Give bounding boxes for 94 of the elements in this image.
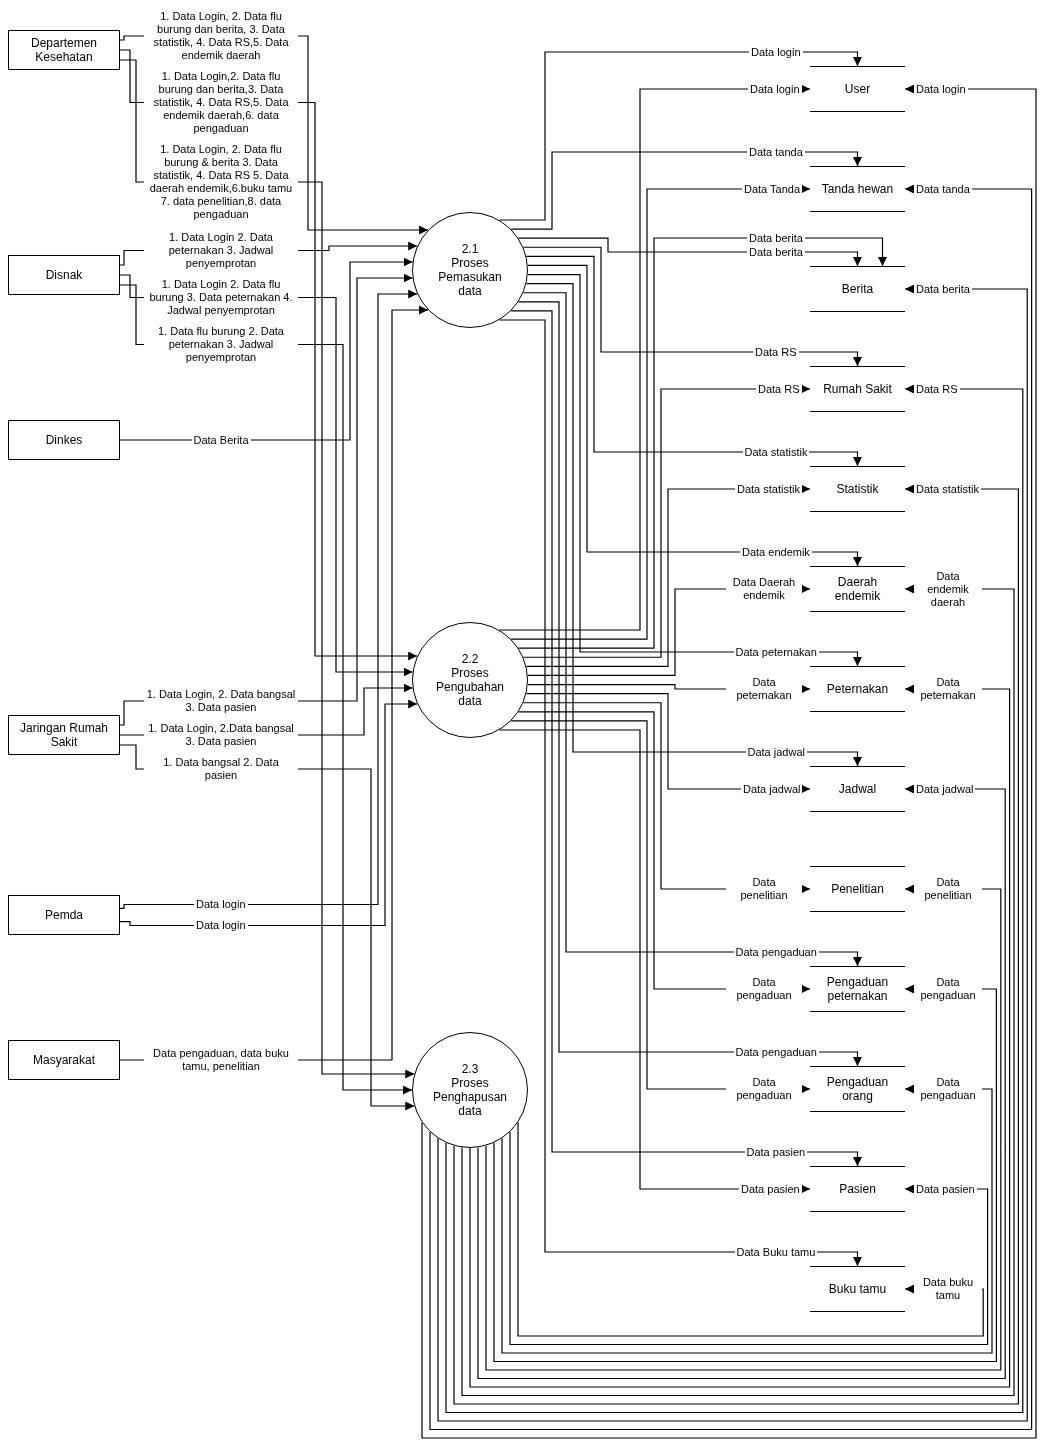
edge-label: Data jadwal xyxy=(741,782,803,796)
data-store: Tanda hewan xyxy=(810,166,905,212)
flow-arrow xyxy=(498,729,811,1194)
external-entity-box: Masyarakat xyxy=(8,1040,120,1080)
edge-label: Data Buku tamu xyxy=(734,1245,818,1259)
flow-arrow xyxy=(527,273,862,667)
edge-label: 1. Data Login, 2. Data flu burung dan berita, 3. Data statistik, 4. Data RS,5. Data endemik daerah xyxy=(144,10,298,62)
edge-label: Data buku tamu xyxy=(914,1276,982,1302)
edge-label: 1. Data Login, 2. Data bangsal 3. Data pasien xyxy=(144,688,298,714)
edge-label: Data login xyxy=(194,919,248,932)
edge-label: Data RS xyxy=(756,382,802,396)
edge-label: Data endemik daerah xyxy=(914,569,982,609)
data-store: Jadwal xyxy=(810,766,905,812)
edge-label: Data RS xyxy=(753,345,799,359)
flow-arrow xyxy=(119,699,418,927)
flow-arrow xyxy=(498,51,862,221)
flow-arrow xyxy=(498,84,811,631)
process-number: 2.3 xyxy=(461,1062,479,1076)
edge-label: Data pasien xyxy=(914,1182,977,1196)
flow-arrow xyxy=(493,984,997,1363)
data-store: Daerah endemik xyxy=(810,566,905,612)
edge-label: Data pasien xyxy=(739,1182,802,1196)
external-entity-box: Disnak xyxy=(8,255,120,295)
external-entity-box: Departemen Kesehatan xyxy=(8,30,120,70)
data-store: Pengaduan peternakan xyxy=(810,966,905,1012)
flow-arrow xyxy=(477,784,1006,1380)
edge-label: Data tanda xyxy=(747,145,805,159)
edge-label: Data jadwal xyxy=(745,745,807,759)
edge-label: Data pengaduan xyxy=(914,976,982,1002)
edge-label: Data login xyxy=(748,82,802,96)
data-store: Berita xyxy=(810,266,905,312)
edge-label: Data peternakan xyxy=(726,676,802,702)
edge-label: Data peternakan xyxy=(733,645,819,659)
edge-label: Data berita xyxy=(914,282,972,296)
external-entity-box: Jaringan Rumah Sakit xyxy=(8,715,120,755)
edge-label: Data berita xyxy=(747,231,805,245)
edge-label: Data tanda xyxy=(914,182,972,196)
edge-label: Data endemik xyxy=(740,545,812,559)
process-number: 2.2 xyxy=(461,652,479,666)
process-name: Proses Pemasukan data xyxy=(437,256,503,298)
process-name: Proses Pengubahan data xyxy=(434,666,506,708)
flow-arrow xyxy=(510,184,811,640)
edge-label: Data statistik xyxy=(914,482,981,496)
edge-label: Data pengaduan xyxy=(914,1076,982,1102)
flow-arrow xyxy=(522,384,811,658)
edge-label: Data pengaduan xyxy=(733,945,819,959)
edge-label: 1. Data Login 2. Data peternakan 3. Jadwal penyemprotan xyxy=(144,231,298,270)
edge-label: Data Daerah endemik xyxy=(726,576,802,602)
edge-label: 1. Data bangsal 2. Data pasien xyxy=(144,756,298,782)
flow-arrow xyxy=(510,720,811,1094)
edge-label: 1. Data flu burung 2. Data peternakan 3. Jadwal penyemprotan xyxy=(144,325,298,364)
data-store: Rumah Sakit xyxy=(810,366,905,412)
edge-label: Data login xyxy=(194,898,248,911)
edge-label: 1. Data Login,2. Data flu burung dan berita,3. Data statistik, 4. Data RS,5. Data endemik daerah,6. data pengaduan xyxy=(144,70,298,135)
data-store: Pengaduan orang xyxy=(810,1066,905,1112)
edge-label: Data penelitian xyxy=(726,876,802,902)
edge-label: Data Berita xyxy=(191,433,251,447)
flow-arrow xyxy=(522,246,862,367)
process-number: 2.1 xyxy=(461,242,479,256)
edge-label: 1. Data Login 2. Data flu burung 3. Data peternakan 4. Jadwal penyemprotan xyxy=(144,278,298,317)
edge-label: Data pengaduan xyxy=(726,1076,802,1102)
flow-arrow xyxy=(525,283,862,767)
data-store: Statistik xyxy=(810,466,905,512)
data-store: Buku tamu xyxy=(810,1266,905,1312)
process-name: Proses Penghapusan data xyxy=(431,1076,509,1118)
data-store: Penelitian xyxy=(810,866,905,912)
flow-arrow xyxy=(485,884,1002,1371)
flow-arrow xyxy=(119,289,418,909)
edge-label: Data login xyxy=(914,82,968,96)
edge-label: 1. Data Login, 2. Data flu burung & berita 3. Data statistik, 4. Data RS 5. Data daerah endemik,6.buku tamu 7. data penelitian,8. data pengaduan xyxy=(144,143,298,221)
flow-arrow xyxy=(522,292,862,967)
flow-arrow xyxy=(501,1084,993,1354)
edge-label: Data statistik xyxy=(735,482,802,496)
flow-arrow xyxy=(527,264,862,567)
flow-arrow xyxy=(517,237,887,649)
edge-label: Data pengaduan xyxy=(733,1045,819,1059)
external-entity-box: Pemda xyxy=(8,895,120,935)
edge-label: Data penelitian xyxy=(914,876,982,902)
edge-label: Data pengaduan, data buku tamu, penelitian xyxy=(144,1047,298,1073)
data-store: User xyxy=(810,66,905,112)
flow-arrow xyxy=(469,684,1011,1388)
data-store: Peternakan xyxy=(810,666,905,712)
data-store: Pasien xyxy=(810,1166,905,1212)
edge-label: Data pasien xyxy=(744,1145,808,1159)
edge-label: Data RS xyxy=(914,382,960,396)
edge-label: Data pengaduan xyxy=(726,976,802,1002)
edge-label: Data login xyxy=(749,45,803,59)
edge-label: 1. Data Login, 2.Data bangsal 3. Data pasien xyxy=(144,722,298,748)
edge-label: Data peternakan xyxy=(914,676,982,702)
edge-label: Data berita xyxy=(747,245,805,259)
edge-label: Data jadwal xyxy=(914,782,976,796)
edge-label: Data Tanda xyxy=(742,182,803,196)
edge-label: Data statistik xyxy=(742,445,810,459)
external-entity-box: Dinkes xyxy=(8,420,120,460)
